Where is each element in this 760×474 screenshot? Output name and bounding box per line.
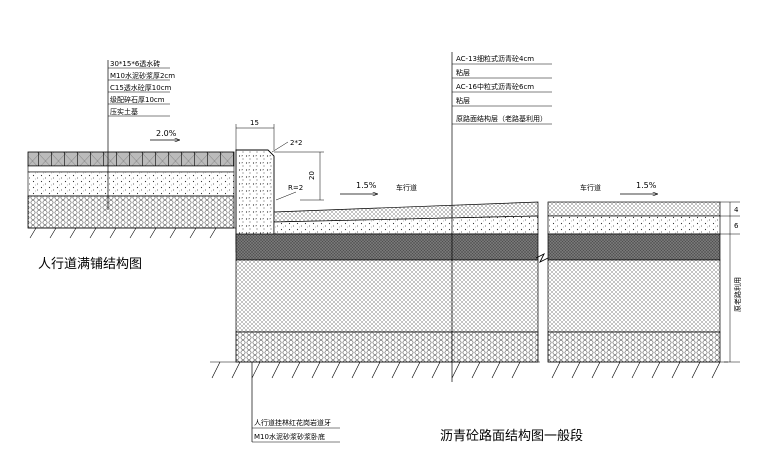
road-layer-label: AC-16中粒式沥青砼6cm [456,82,534,91]
road-section-left: 车行道 1.5% [210,181,549,379]
road-layer-labels: AC-13细粒式沥青砼4cm 粘层 AC-16中粒式沥青砼6cm 粘层 原路面结… [451,52,552,382]
road-base-dense-layer-right [547,233,721,261]
road-slope-label-left: 1.5% [356,181,377,190]
sidewalk-layer-label: 级配碎石厚10cm [110,95,165,104]
sidewalk-paver-layer [27,151,235,167]
curb-bed-label: M10水泥砂浆砂浆卧底 [254,432,325,441]
curb-height-dim: 20 [308,171,316,180]
old-road-note: 原老路利用 [733,277,742,312]
curb-chamfer-label: 2*2 [290,139,302,147]
lane-label-left: 车行道 [396,183,417,192]
road-section-right: 车行道 1.5% 4 6 原老路利用 [547,181,742,379]
sidewalk-slope-label: 2.0% [156,129,177,138]
road-ground-hatch-left [210,361,540,379]
sidewalk-layer-label: 压实土基 [110,107,138,116]
road-caption: 沥青砼路面结构图一般段 [440,428,583,444]
road-layer-label: 原路面结构层（老路基利用） [456,114,547,123]
road-slope-label-right: 1.5% [636,181,657,190]
road-thickness-dims [720,201,740,363]
road-layer-label: 粘层 [456,68,470,77]
curb-width-dim: 15 [250,119,259,127]
sidewalk-layer-label: M10水泥砂浆厚2cm [110,71,175,80]
dim-surface: 4 [734,206,739,214]
road-middle-layer-right [547,215,721,235]
road-gravel-layer-right [547,331,721,363]
curb-stone [235,149,275,245]
sidewalk-gravel-layer [27,195,235,229]
sidewalk-section: 30*15*6透水砖 M10水泥砂浆厚2cm C15透水砼厚10cm 级配碎石厚… [27,59,240,272]
road-gravel-layer [235,331,539,363]
sidewalk-concrete-layer [27,171,235,197]
sidewalk-caption: 人行道满铺结构图 [38,257,142,272]
road-base-dense-layer [235,233,539,261]
break-symbol [535,252,549,264]
sidewalk-ground-hatch [28,227,240,239]
road-old-subbase-layer-right [547,259,721,333]
road-layer-label: AC-13细粒式沥青砼4cm [456,54,534,63]
sidewalk-mortar-layer [27,165,235,173]
curb-material-label: 人行道挂林红花岗岩道牙 [254,418,331,427]
lane-label-right: 车行道 [580,183,601,192]
sidewalk-layer-label: 30*15*6透水砖 [110,59,160,68]
road-surface-layer-right [547,201,721,217]
sidewalk-layer-label: C15透水砼厚10cm [110,83,172,92]
road-layer-label: 粘层 [456,96,470,105]
road-ground-hatch-right [548,361,728,379]
curb-radius-label: R=2 [288,184,303,192]
dim-middle: 6 [734,222,739,230]
sidewalk-layer-labels: 30*15*6透水砖 M10水泥砂浆厚2cm C15透水砼厚10cm 级配碎石厚… [108,59,175,117]
road-old-subbase-layer [235,259,539,333]
